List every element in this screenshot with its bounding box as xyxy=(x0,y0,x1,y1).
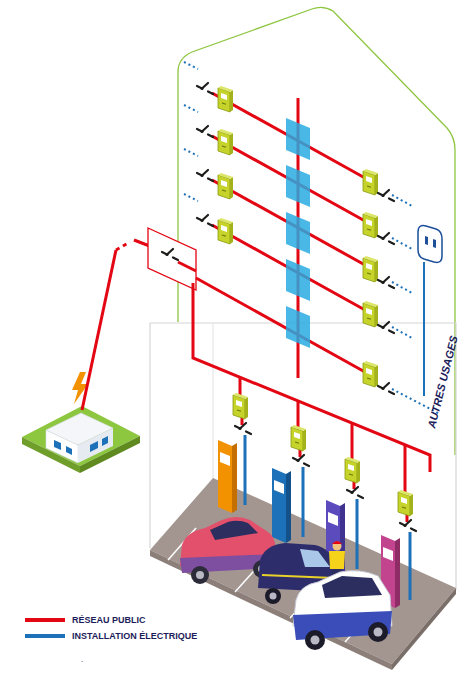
meter xyxy=(218,218,233,244)
meter xyxy=(218,173,233,199)
branch-switch xyxy=(197,215,213,226)
parking-bus xyxy=(193,283,430,472)
charging-station xyxy=(218,440,232,513)
meter xyxy=(345,457,360,483)
plug-icon xyxy=(418,226,442,263)
legend-swatch xyxy=(25,634,65,638)
main-switch-box xyxy=(148,228,196,290)
charging-station-side xyxy=(232,443,237,513)
car-stripe xyxy=(262,575,334,578)
car-wheel xyxy=(265,588,281,604)
substation-window xyxy=(54,440,72,455)
legend: RÉSEAU PUBLIC INSTALLATION ÉLECTRIQUE xyxy=(25,612,197,644)
main-switch xyxy=(162,249,178,260)
person-head xyxy=(333,542,342,551)
riser-duct xyxy=(286,118,310,348)
meter xyxy=(363,301,378,327)
feed-line-dashed xyxy=(116,242,130,250)
meter xyxy=(363,169,378,195)
person-cap xyxy=(332,541,342,544)
branch-switch xyxy=(197,170,213,181)
feed-line xyxy=(82,250,116,410)
charging-station-side xyxy=(286,471,291,543)
car-window xyxy=(210,521,258,540)
station-screen xyxy=(328,512,338,526)
charging-station-side xyxy=(395,538,400,608)
building-outline xyxy=(178,7,455,455)
charger-switch xyxy=(400,520,416,531)
branch-switch xyxy=(378,383,394,394)
plug-pin xyxy=(425,236,436,248)
legend-row: INSTALLATION ÉLECTRIQUE xyxy=(25,628,197,644)
car-hub xyxy=(311,636,320,645)
parking-wall-corner xyxy=(213,323,214,478)
meter xyxy=(291,425,306,451)
charger-switch xyxy=(235,423,251,434)
car-window xyxy=(300,549,330,567)
car-wheel xyxy=(368,622,388,642)
substation-window xyxy=(90,436,108,452)
charger-feed xyxy=(242,415,407,522)
branch-switch xyxy=(197,83,213,94)
branch-line xyxy=(196,278,365,372)
charger-switch xyxy=(347,487,363,498)
charger-switch xyxy=(293,455,309,466)
station-screen xyxy=(274,480,284,494)
meter xyxy=(218,129,233,155)
branch-switch xyxy=(378,277,394,288)
feed-line xyxy=(178,262,196,271)
meter xyxy=(218,86,233,112)
dotted-installation-line xyxy=(184,62,198,201)
meter xyxy=(233,393,248,419)
branch-switch xyxy=(378,322,394,333)
car-hub xyxy=(196,571,204,579)
branch-switch xyxy=(197,126,213,137)
floor-edge xyxy=(392,588,456,670)
car-hub xyxy=(270,593,277,600)
meter xyxy=(363,361,378,387)
person-body xyxy=(329,551,345,569)
station-screen xyxy=(220,452,230,466)
car-wheel xyxy=(191,566,209,584)
meter xyxy=(398,490,413,516)
legend-row: RÉSEAU PUBLIC xyxy=(25,612,197,628)
charger-feed xyxy=(240,377,405,493)
meter xyxy=(363,212,378,238)
meter xyxy=(363,256,378,282)
branch-switch xyxy=(378,233,394,244)
legend-text: RÉSEAU PUBLIC xyxy=(72,615,146,625)
charging-station xyxy=(272,468,286,543)
car-hub xyxy=(374,628,383,637)
legend-swatch xyxy=(25,618,65,622)
legend-text: INSTALLATION ÉLECTRIQUE xyxy=(72,631,197,641)
car-window xyxy=(322,576,382,598)
installation-line xyxy=(423,262,425,396)
station-screen xyxy=(383,547,393,561)
stray-mark: . xyxy=(81,656,83,664)
branch-switch xyxy=(378,190,394,201)
ground-tile xyxy=(22,406,140,466)
car-wheel xyxy=(305,630,325,650)
